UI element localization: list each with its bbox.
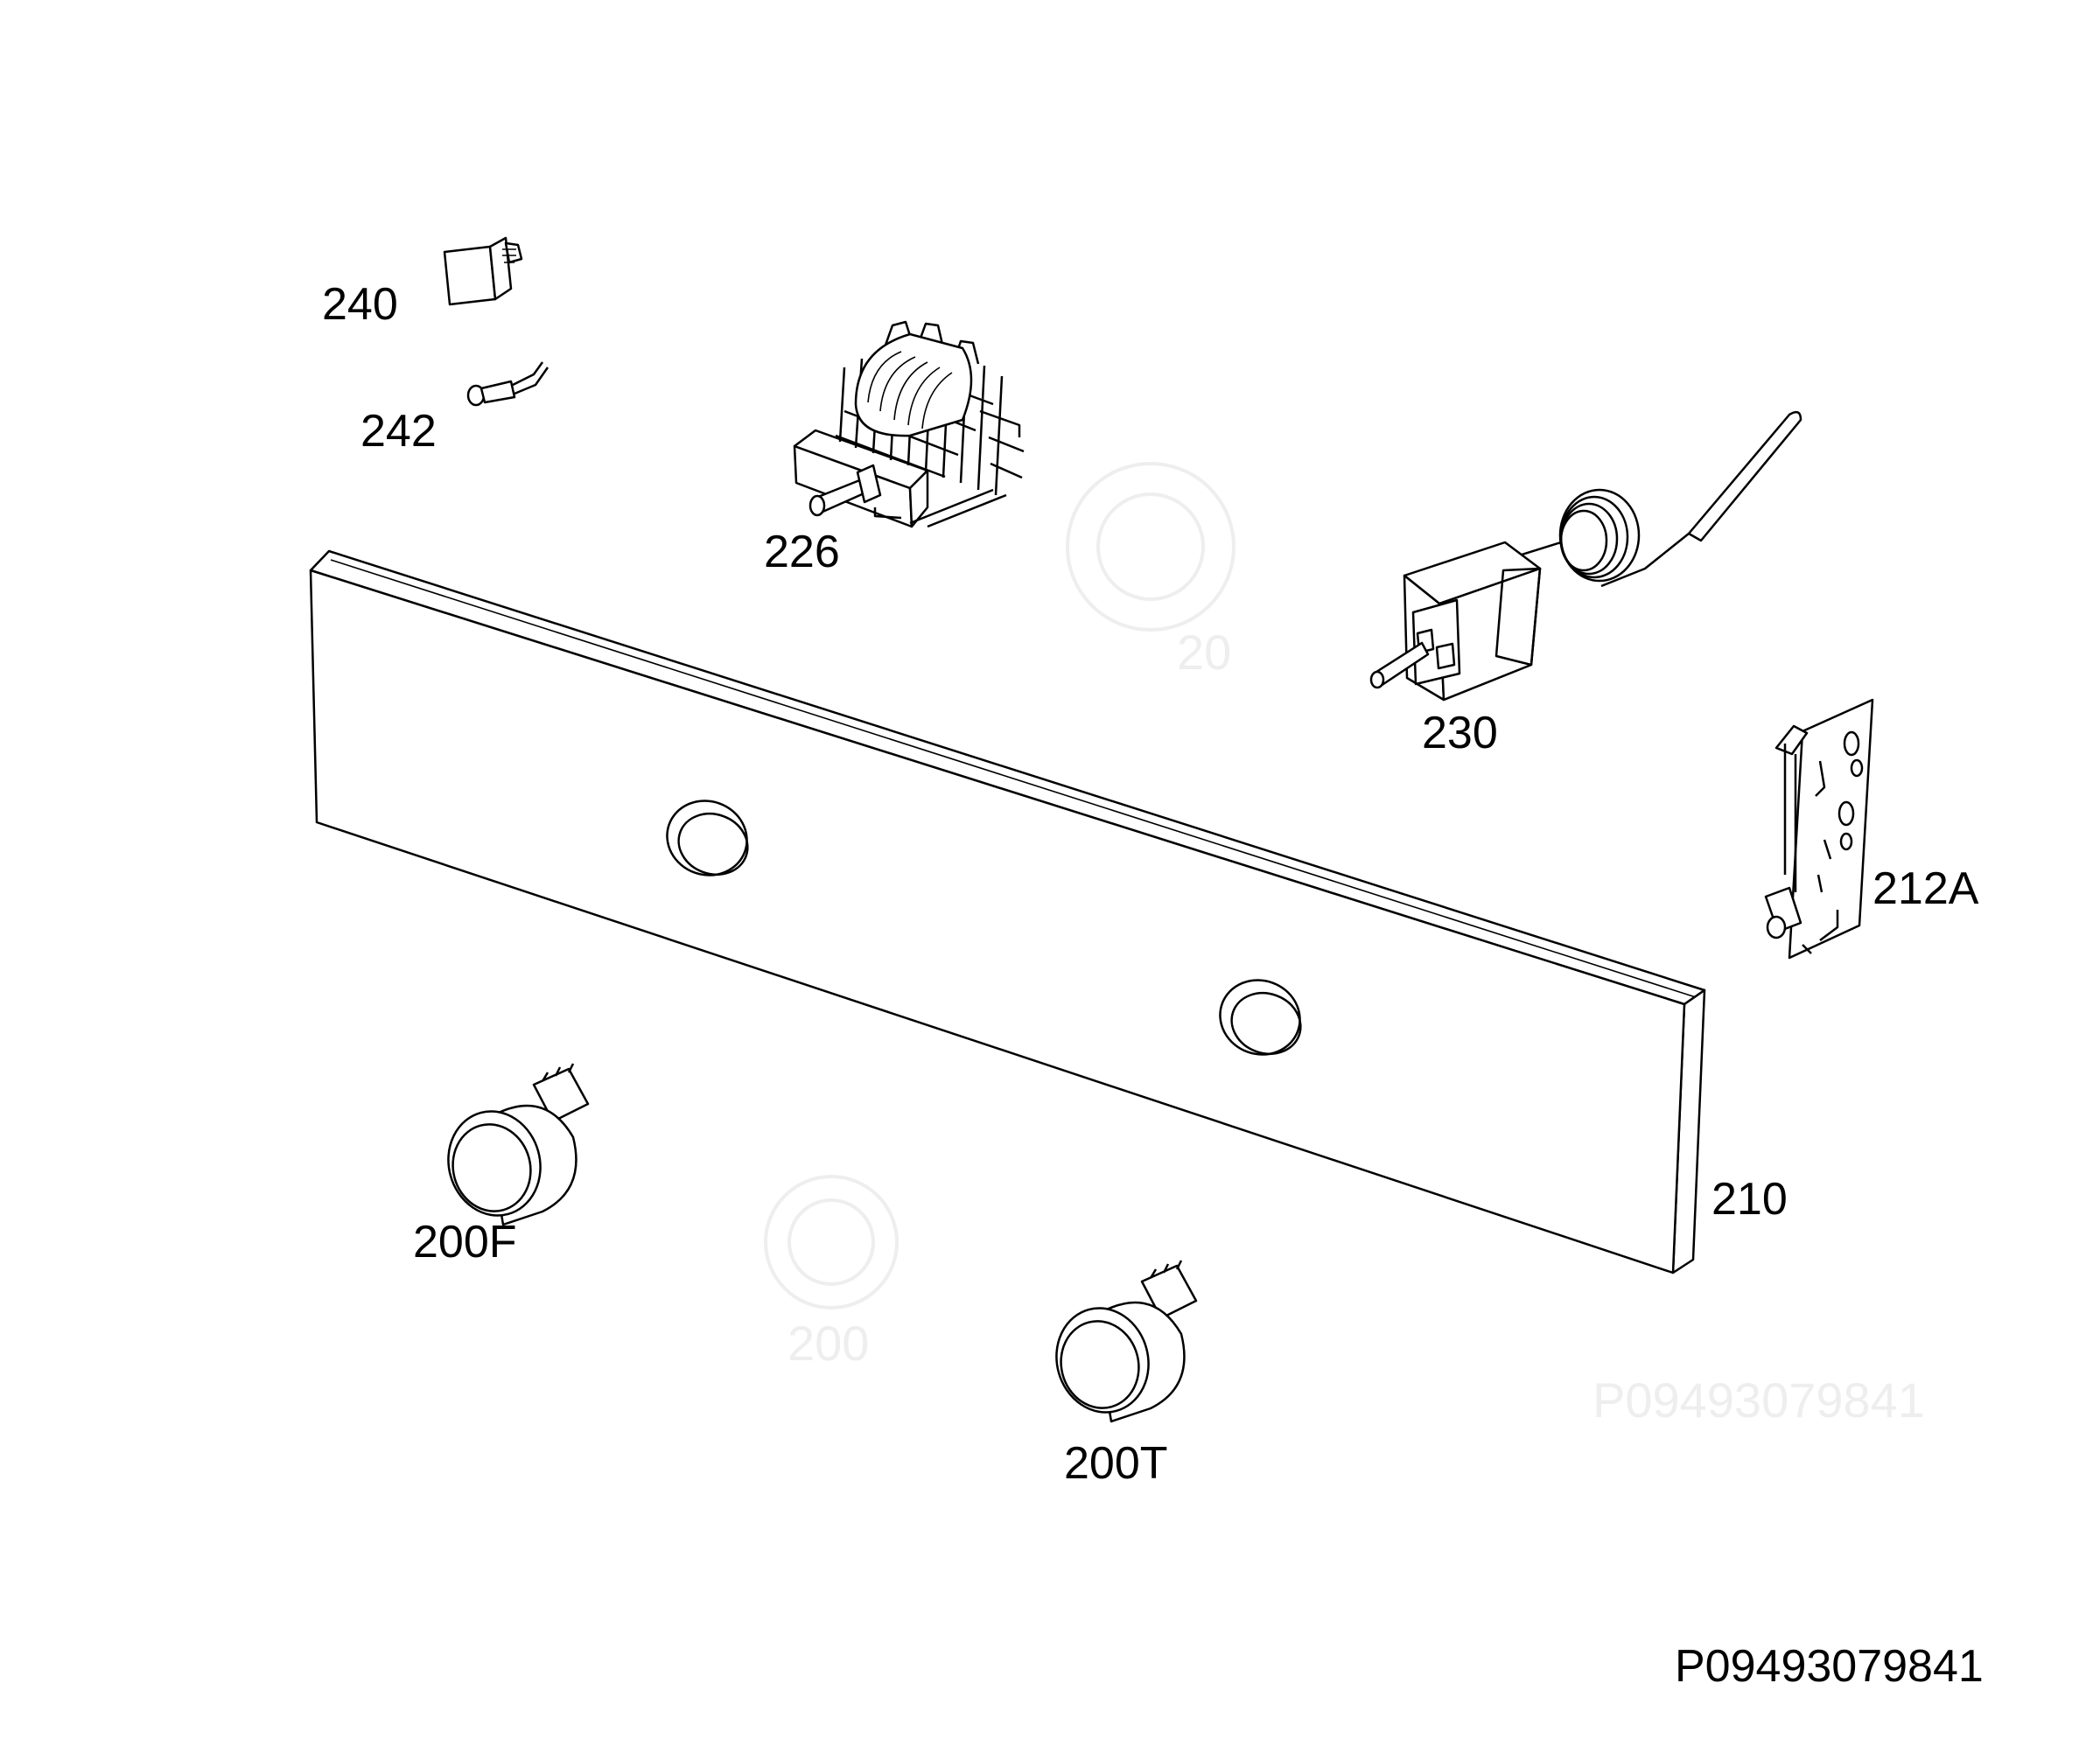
part-label-200T: 200T [1064, 1438, 1168, 1489]
part-200T-knob[interactable] [1045, 1260, 1198, 1423]
svg-text:200: 200 [788, 1316, 869, 1371]
document-reference: P09493079841 [1675, 1641, 1984, 1692]
part-200F-knob[interactable] [437, 1063, 590, 1226]
part-label-210: 210 [1712, 1174, 1788, 1225]
part-212A-bracket[interactable] [1764, 698, 1874, 960]
part-label-242: 242 [360, 406, 437, 457]
part-label-200F: 200F [413, 1217, 517, 1268]
part-240-push-button[interactable] [443, 236, 523, 306]
svg-text:20: 20 [1177, 625, 1231, 680]
part-230-thermostat[interactable] [1369, 410, 1802, 702]
part-242-pin[interactable] [466, 361, 550, 407]
watermark: 20 200 P09493079841 [764, 462, 1925, 1428]
part-210-control-panel[interactable] [309, 549, 1706, 1275]
svg-text:P09493079841: P09493079841 [1592, 1372, 1925, 1428]
part-label-240: 240 [322, 279, 398, 330]
part-label-230: 230 [1422, 708, 1498, 758]
part-226-selector-switch[interactable] [793, 320, 1025, 528]
part-label-226: 226 [764, 527, 840, 577]
part-label-212A: 212A [1872, 863, 1979, 914]
